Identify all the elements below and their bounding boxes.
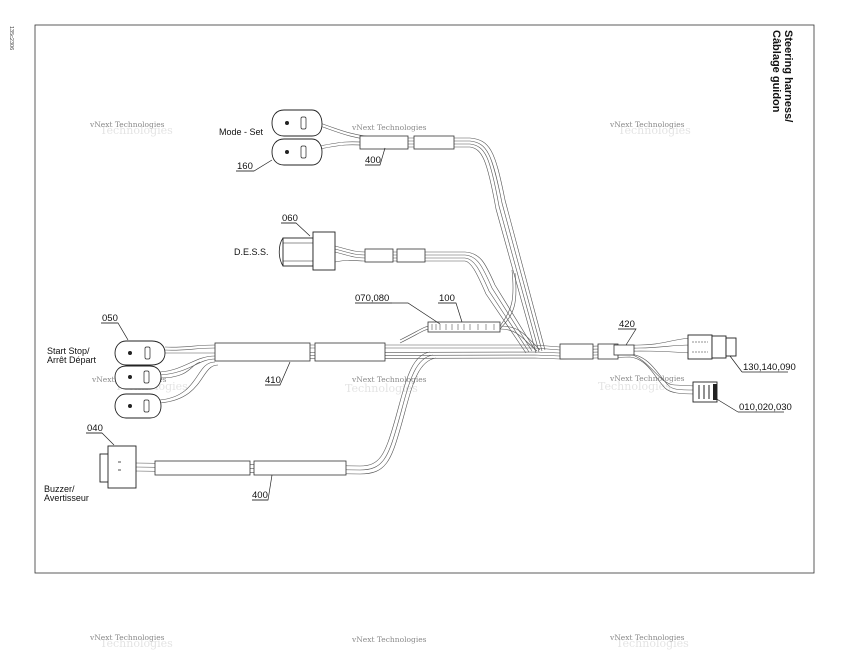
watermark-9: vNext Technologies xyxy=(609,633,685,642)
connector-130-140-090 xyxy=(687,334,737,360)
sleeve-right-420 xyxy=(613,344,635,356)
wire-bundle-buzzer xyxy=(134,351,437,475)
label-start-stop-2: Arrêt Départ xyxy=(47,355,97,365)
callout-400-top: 400 xyxy=(365,155,381,166)
connectors xyxy=(99,109,737,489)
title-line-2: Câblage guidon xyxy=(770,30,782,113)
connector-dess-060 xyxy=(278,231,336,271)
callout-040: 040 xyxy=(87,423,103,434)
watermark-7: vNext Technologies xyxy=(89,633,165,642)
label-buzzer-2: Avertisseur xyxy=(44,493,89,503)
diagram-title: Steering harness/ Câblage guidon xyxy=(770,30,794,122)
callout-010-020-030: 010,020,030 xyxy=(739,402,792,413)
sleeve-top-2 xyxy=(413,135,455,150)
watermark-shadow-9: Technologies xyxy=(616,637,689,650)
wire-bundle-dess xyxy=(334,245,536,354)
connector-buzzer-040 xyxy=(99,445,137,489)
watermarks: Technologies vNext Technologies vNext Te… xyxy=(89,120,691,650)
callout-underlines xyxy=(86,164,636,501)
watermark-shadow-5: Technologies xyxy=(345,382,418,395)
connector-start-stop-3 xyxy=(114,393,162,419)
watermark-shadow-1: Technologies xyxy=(100,124,173,137)
callout-100: 100 xyxy=(439,293,455,304)
connector-mode-switch-1 xyxy=(271,109,323,137)
watermark-shadow-7: Technologies xyxy=(100,637,173,650)
watermark-3: vNext Technologies xyxy=(609,120,685,129)
watermark-6: vNext Technologies xyxy=(609,374,685,383)
sleeve-buzzer-1 xyxy=(154,460,251,476)
connector-010-020-030 xyxy=(692,381,718,403)
splice-100-pattern xyxy=(431,324,495,330)
watermark-shadow-3: Technologies xyxy=(618,124,691,137)
callout-060: 060 xyxy=(282,213,298,224)
sleeve-buzzer-2 xyxy=(253,460,347,476)
watermark-1: vNext Technologies xyxy=(89,120,165,129)
watermark-shadow-6: Technologies xyxy=(598,380,671,393)
sleeve-top-1 xyxy=(359,135,409,150)
harness-sleeves xyxy=(154,135,635,476)
callout-410: 410 xyxy=(265,375,281,386)
watermark-2: vNext Technologies xyxy=(351,123,427,132)
callout-numbers: 160 400 060 070,080 100 050 410 420 130,… xyxy=(87,155,796,501)
component-labels: Mode - Set D.E.S.S. Start Stop/ Arrêt Dé… xyxy=(44,127,269,503)
sleeve-dess-1 xyxy=(364,248,394,263)
harness-wires xyxy=(134,122,696,475)
sleeve-dess-2 xyxy=(396,248,426,263)
sleeve-right-1 xyxy=(559,343,594,360)
diagram-frame xyxy=(34,24,815,574)
watermark-8: vNext Technologies xyxy=(351,635,427,644)
label-dess: D.E.S.S. xyxy=(234,247,269,257)
connector-start-stop-2 xyxy=(114,365,162,390)
callout-130-140-090: 130,140,090 xyxy=(743,362,796,373)
document-code: 135c2306 xyxy=(8,26,14,50)
connector-mode-switch-2 xyxy=(271,138,323,166)
watermark-5: vNext Technologies xyxy=(351,375,427,384)
label-mode-set: Mode - Set xyxy=(219,127,264,137)
title-line-1: Steering harness/ xyxy=(782,30,794,122)
label-start-stop-1: Start Stop/ xyxy=(47,346,90,356)
callout-050: 050 xyxy=(102,313,118,324)
connector-start-stop-1 xyxy=(114,340,166,366)
wire-bundle-mode-set xyxy=(319,122,546,354)
callout-420: 420 xyxy=(619,319,635,330)
callout-160: 160 xyxy=(237,161,253,172)
sleeve-main-left xyxy=(214,342,311,362)
callout-400-bottom: 400 xyxy=(252,490,268,501)
label-buzzer-1: Buzzer/ xyxy=(44,484,75,494)
callout-070-080: 070,080 xyxy=(355,293,389,304)
sleeve-main-right xyxy=(314,342,386,362)
